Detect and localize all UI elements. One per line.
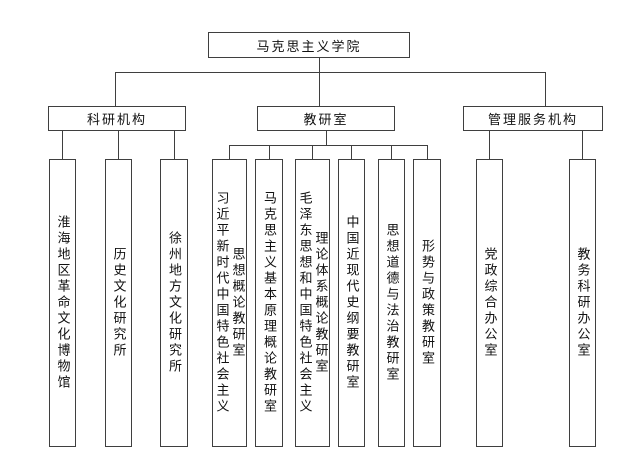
org-node-marxism-basic-principles-office: 马克思主义基本原理概论教研室 [255, 159, 283, 447]
org-node-management-service: 管理服务机构 [463, 106, 603, 131]
org-node-label: 历史文化研究所 [111, 247, 127, 359]
org-node-label: 徐州地方文化研究所 [167, 231, 182, 375]
org-node-academic-affairs-office: 教务科研办公室 [569, 159, 596, 447]
org-node-ideology-morality-law-office: 思想道德与法治教研室 [378, 159, 405, 447]
org-node-label: 习近平新时代中国特色社会主义思想概论教研室 [214, 191, 246, 415]
org-node-situation-policy-office: 形势与政策教研室 [413, 159, 441, 447]
org-node-label: 教务科研办公室 [575, 247, 591, 359]
org-node-label: 中国近现代史纲要教研室 [344, 215, 360, 391]
org-node-root: 马克思主义学院 [208, 32, 410, 58]
org-node-label: 形势与政策教研室 [420, 239, 435, 367]
org-node-history-culture-institute: 历史文化研究所 [105, 159, 132, 447]
org-node-xi-jinping-thought-office: 习近平新时代中国特色社会主义思想概论教研室 [212, 159, 247, 447]
org-node-mao-zedong-thought-office: 毛泽东思想和中国特色社会主义理论体系概论教研室 [295, 159, 330, 447]
org-node-label: 党政综合办公室 [482, 247, 498, 359]
org-node-label: 淮海地区革命文化博物馆 [55, 215, 71, 391]
org-node-label: 科研机构 [86, 112, 147, 127]
org-node-label: 管理服务机构 [487, 112, 578, 127]
org-node-teaching-research-offices: 教研室 [257, 106, 395, 131]
org-node-huaihai-revolution-culture-museum: 淮海地区革命文化博物馆 [49, 159, 76, 447]
org-node-modern-chinese-history-office: 中国近现代史纲要教研室 [338, 159, 365, 447]
org-node-label: 教研室 [303, 112, 349, 127]
org-node-label: 毛泽东思想和中国特色社会主义理论体系概论教研室 [297, 191, 329, 415]
org-node-root-label: 马克思主义学院 [256, 38, 362, 54]
org-node-label: 思想道德与法治教研室 [384, 223, 400, 383]
org-node-research-institutions: 科研机构 [48, 106, 186, 131]
org-node-xuzhou-local-culture-institute: 徐州地方文化研究所 [160, 159, 188, 447]
org-node-label: 马克思主义基本原理概论教研室 [262, 191, 277, 415]
org-node-party-admin-office: 党政综合办公室 [476, 159, 503, 447]
